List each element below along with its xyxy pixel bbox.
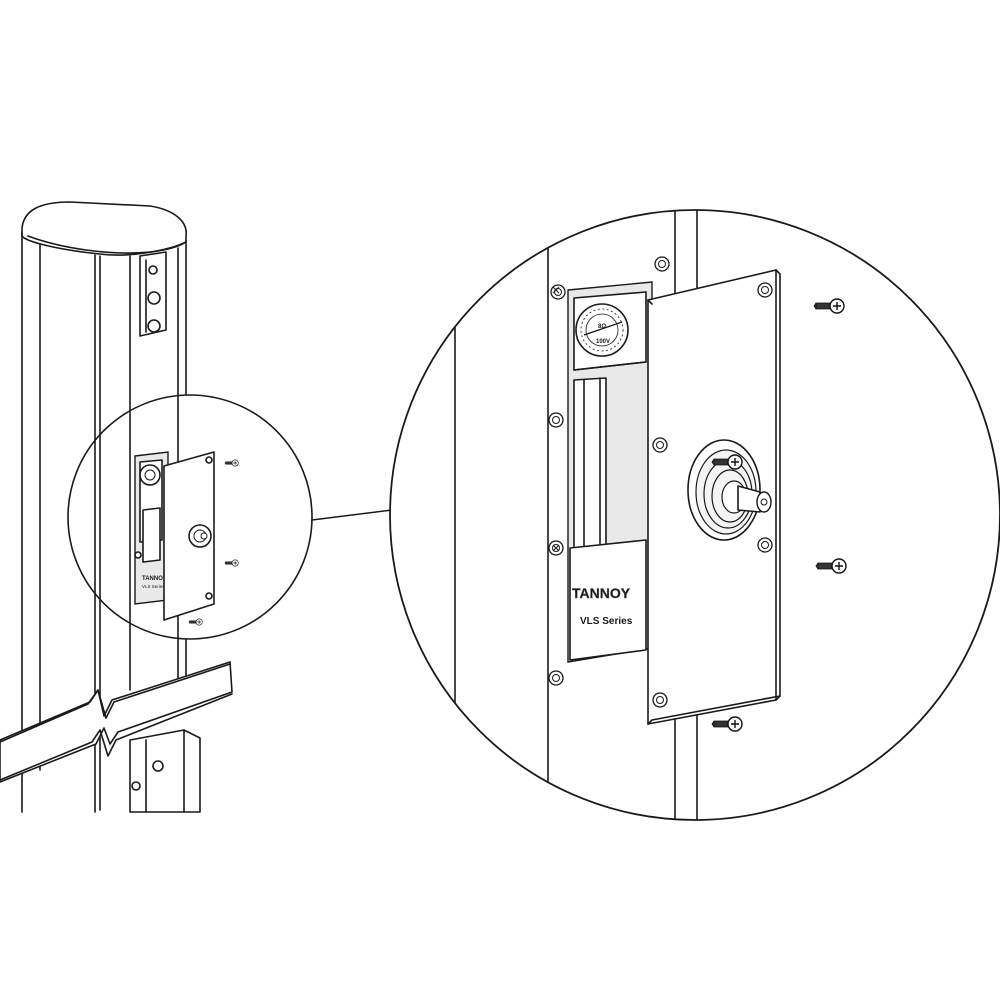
small-brand-label: TANNOY xyxy=(142,576,167,582)
plate-hole-bottom-left xyxy=(652,692,668,708)
series-label: VLS Series xyxy=(580,616,633,627)
column-top-cap xyxy=(21,201,187,256)
column-hole-3 xyxy=(548,412,564,428)
terminal-recess: 8Ω 100V TANNOY VLS Series xyxy=(567,281,653,663)
plate-hole-right xyxy=(757,537,773,553)
plate-hole-top-right xyxy=(757,282,773,298)
top-mounting-bracket xyxy=(139,251,167,337)
small-series-label: VLS Series xyxy=(142,584,165,589)
column-hole-5 xyxy=(548,670,564,686)
brand-label: TANNOY xyxy=(572,585,631,601)
column-hole-2 xyxy=(654,256,670,272)
dial-upper-label: 8Ω xyxy=(598,324,606,330)
large-detail-view: 8Ω 100V TANNOY VLS Series xyxy=(389,209,1000,821)
lower-mounting-bracket xyxy=(129,729,201,813)
zoom-connector-line xyxy=(311,509,393,521)
plate-hole-left xyxy=(652,437,668,453)
dial-lower-label: 100V xyxy=(596,339,610,345)
cover-plate xyxy=(647,269,781,725)
tap-selector-dial: 8Ω 100V xyxy=(575,303,629,357)
small-detail-view: TANNOY VLS Series xyxy=(67,394,313,640)
speaker-column xyxy=(0,201,233,813)
